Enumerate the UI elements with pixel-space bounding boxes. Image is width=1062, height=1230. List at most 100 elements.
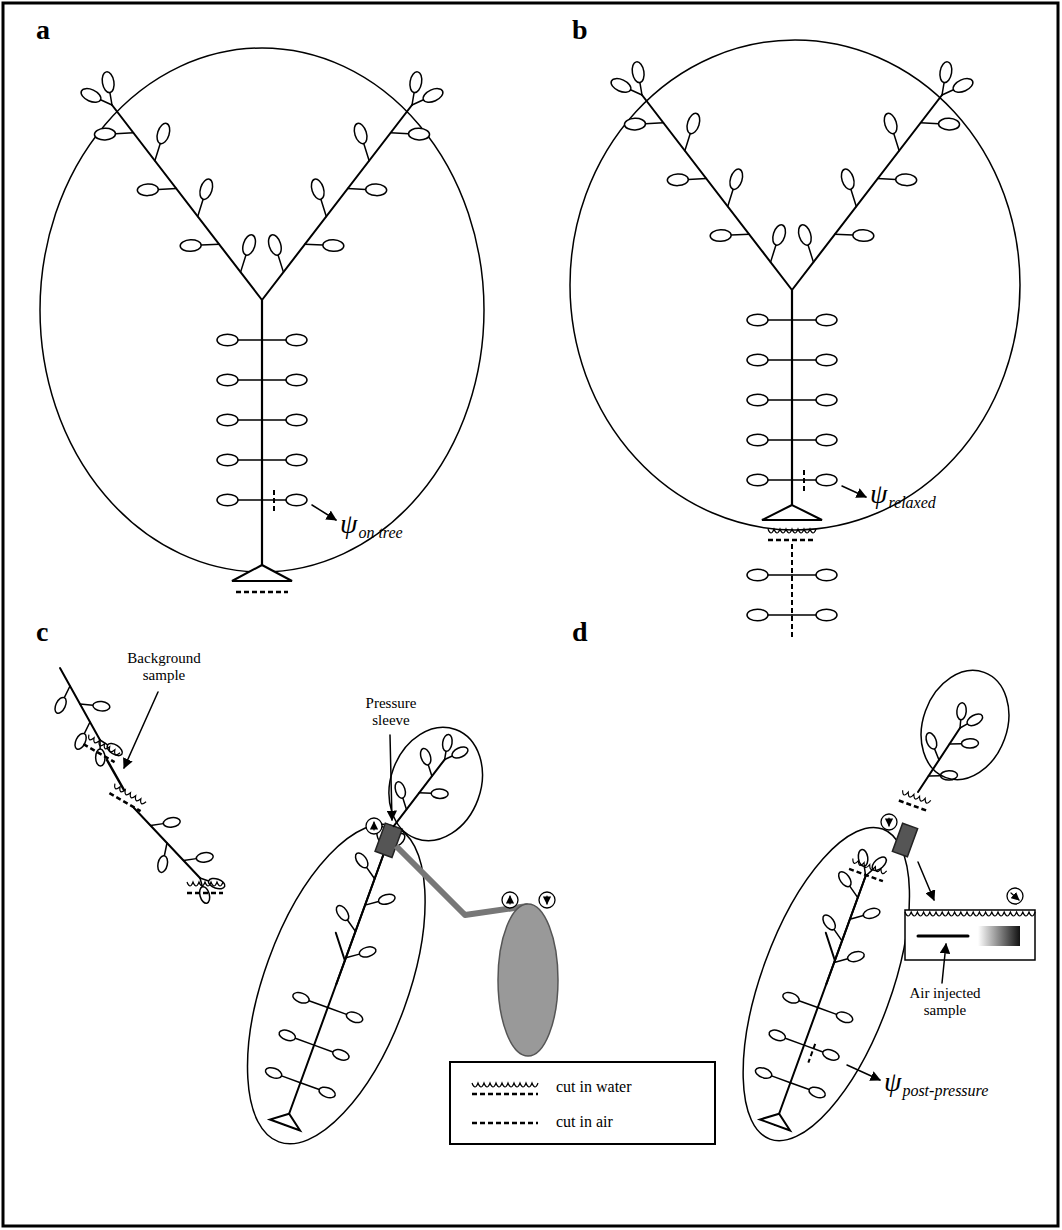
- panel-b: [570, 40, 1020, 640]
- leaf: [196, 852, 214, 864]
- petiole: [731, 234, 749, 236]
- base-triangle: [762, 505, 822, 520]
- leaf: [408, 71, 423, 94]
- petiole: [262, 419, 286, 421]
- base-triangle: [232, 565, 292, 581]
- petiole: [184, 859, 197, 861]
- sample-label: Air injected sample: [895, 985, 995, 1020]
- petiole: [412, 93, 414, 105]
- leaf: [747, 394, 768, 406]
- legend-label: cut in water: [556, 1078, 632, 1096]
- frame: [3, 3, 1058, 1226]
- base-triangle: [270, 1108, 304, 1130]
- air-hose: [396, 846, 528, 915]
- gauge-dial: [881, 814, 897, 830]
- leaf: [95, 749, 105, 766]
- legend-samples: [472, 1083, 538, 1123]
- leaf: [938, 118, 959, 130]
- leader-arrow: [918, 862, 934, 900]
- panel-c: [53, 668, 558, 1167]
- leaf: [155, 122, 172, 145]
- leaf: [816, 314, 837, 326]
- pressure-gauge: [502, 892, 518, 908]
- leaf: [685, 112, 702, 135]
- petiole: [935, 749, 939, 760]
- leaf: [352, 122, 369, 145]
- petiole: [115, 132, 133, 134]
- gauge-needle: [1011, 893, 1019, 900]
- petiole: [768, 439, 792, 441]
- leaf: [358, 945, 377, 958]
- sample-segment: [918, 935, 968, 938]
- cut-in-air: [187, 892, 223, 895]
- leaf: [781, 990, 800, 1005]
- petiole: [365, 898, 379, 909]
- leaf: [163, 817, 181, 829]
- petiole: [64, 686, 70, 698]
- leaf: [334, 903, 351, 922]
- petiole: [241, 255, 246, 272]
- leaf: [345, 1010, 364, 1025]
- petiole: [792, 319, 816, 321]
- leaf: [747, 474, 768, 486]
- bag: [374, 714, 498, 854]
- leaf: [331, 1048, 350, 1063]
- water-trough: [905, 910, 1035, 960]
- leaf: [431, 789, 448, 799]
- cut-in-air: [803, 470, 805, 491]
- petiole: [942, 90, 953, 95]
- branch: [112, 105, 262, 300]
- petiole: [164, 843, 167, 856]
- petiole: [831, 929, 845, 940]
- branch: [262, 105, 412, 300]
- leaf: [747, 569, 768, 581]
- petiole: [238, 459, 262, 461]
- leaf: [820, 913, 837, 932]
- petiole: [445, 754, 453, 762]
- leaf: [217, 494, 238, 506]
- petiole: [685, 134, 690, 151]
- leaf: [92, 701, 110, 712]
- petiole: [158, 188, 176, 190]
- bag: [709, 807, 944, 1162]
- petiole: [314, 1045, 333, 1052]
- leader-arrow: [312, 505, 336, 520]
- part-label: Pressure sleeve: [345, 695, 437, 730]
- petiole: [348, 188, 366, 190]
- air-tank: [498, 904, 558, 1056]
- leaf: [291, 990, 310, 1005]
- water-potential-symbol: ψ: [870, 478, 887, 510]
- whole-tree: [609, 61, 975, 640]
- petiole: [792, 614, 816, 616]
- leaf: [924, 731, 939, 750]
- petiole: [238, 499, 262, 501]
- petiole: [198, 199, 203, 216]
- leaf: [53, 696, 69, 715]
- leaf: [816, 394, 837, 406]
- leaf: [770, 223, 787, 246]
- leaf: [816, 474, 837, 486]
- petiole: [305, 244, 323, 246]
- leaf: [808, 1085, 827, 1100]
- water-potential-subscript: relaxed: [888, 494, 935, 512]
- cut-in-air: [236, 591, 288, 594]
- sample-segment: [107, 760, 124, 790]
- petiole: [238, 379, 262, 381]
- petiole: [688, 178, 706, 180]
- panel-letter: a: [36, 14, 50, 46]
- leaf: [217, 454, 238, 466]
- petiole: [768, 319, 792, 321]
- leaf: [198, 886, 212, 905]
- water-symbol: [472, 1083, 538, 1087]
- leaf: [94, 128, 115, 140]
- leaf: [747, 434, 768, 446]
- whole-tree: [79, 71, 445, 592]
- leaf: [217, 374, 238, 386]
- petiole: [80, 704, 93, 705]
- leaf: [747, 314, 768, 326]
- petiole: [295, 1038, 314, 1045]
- leaf: [217, 334, 238, 346]
- bag: [570, 40, 1020, 530]
